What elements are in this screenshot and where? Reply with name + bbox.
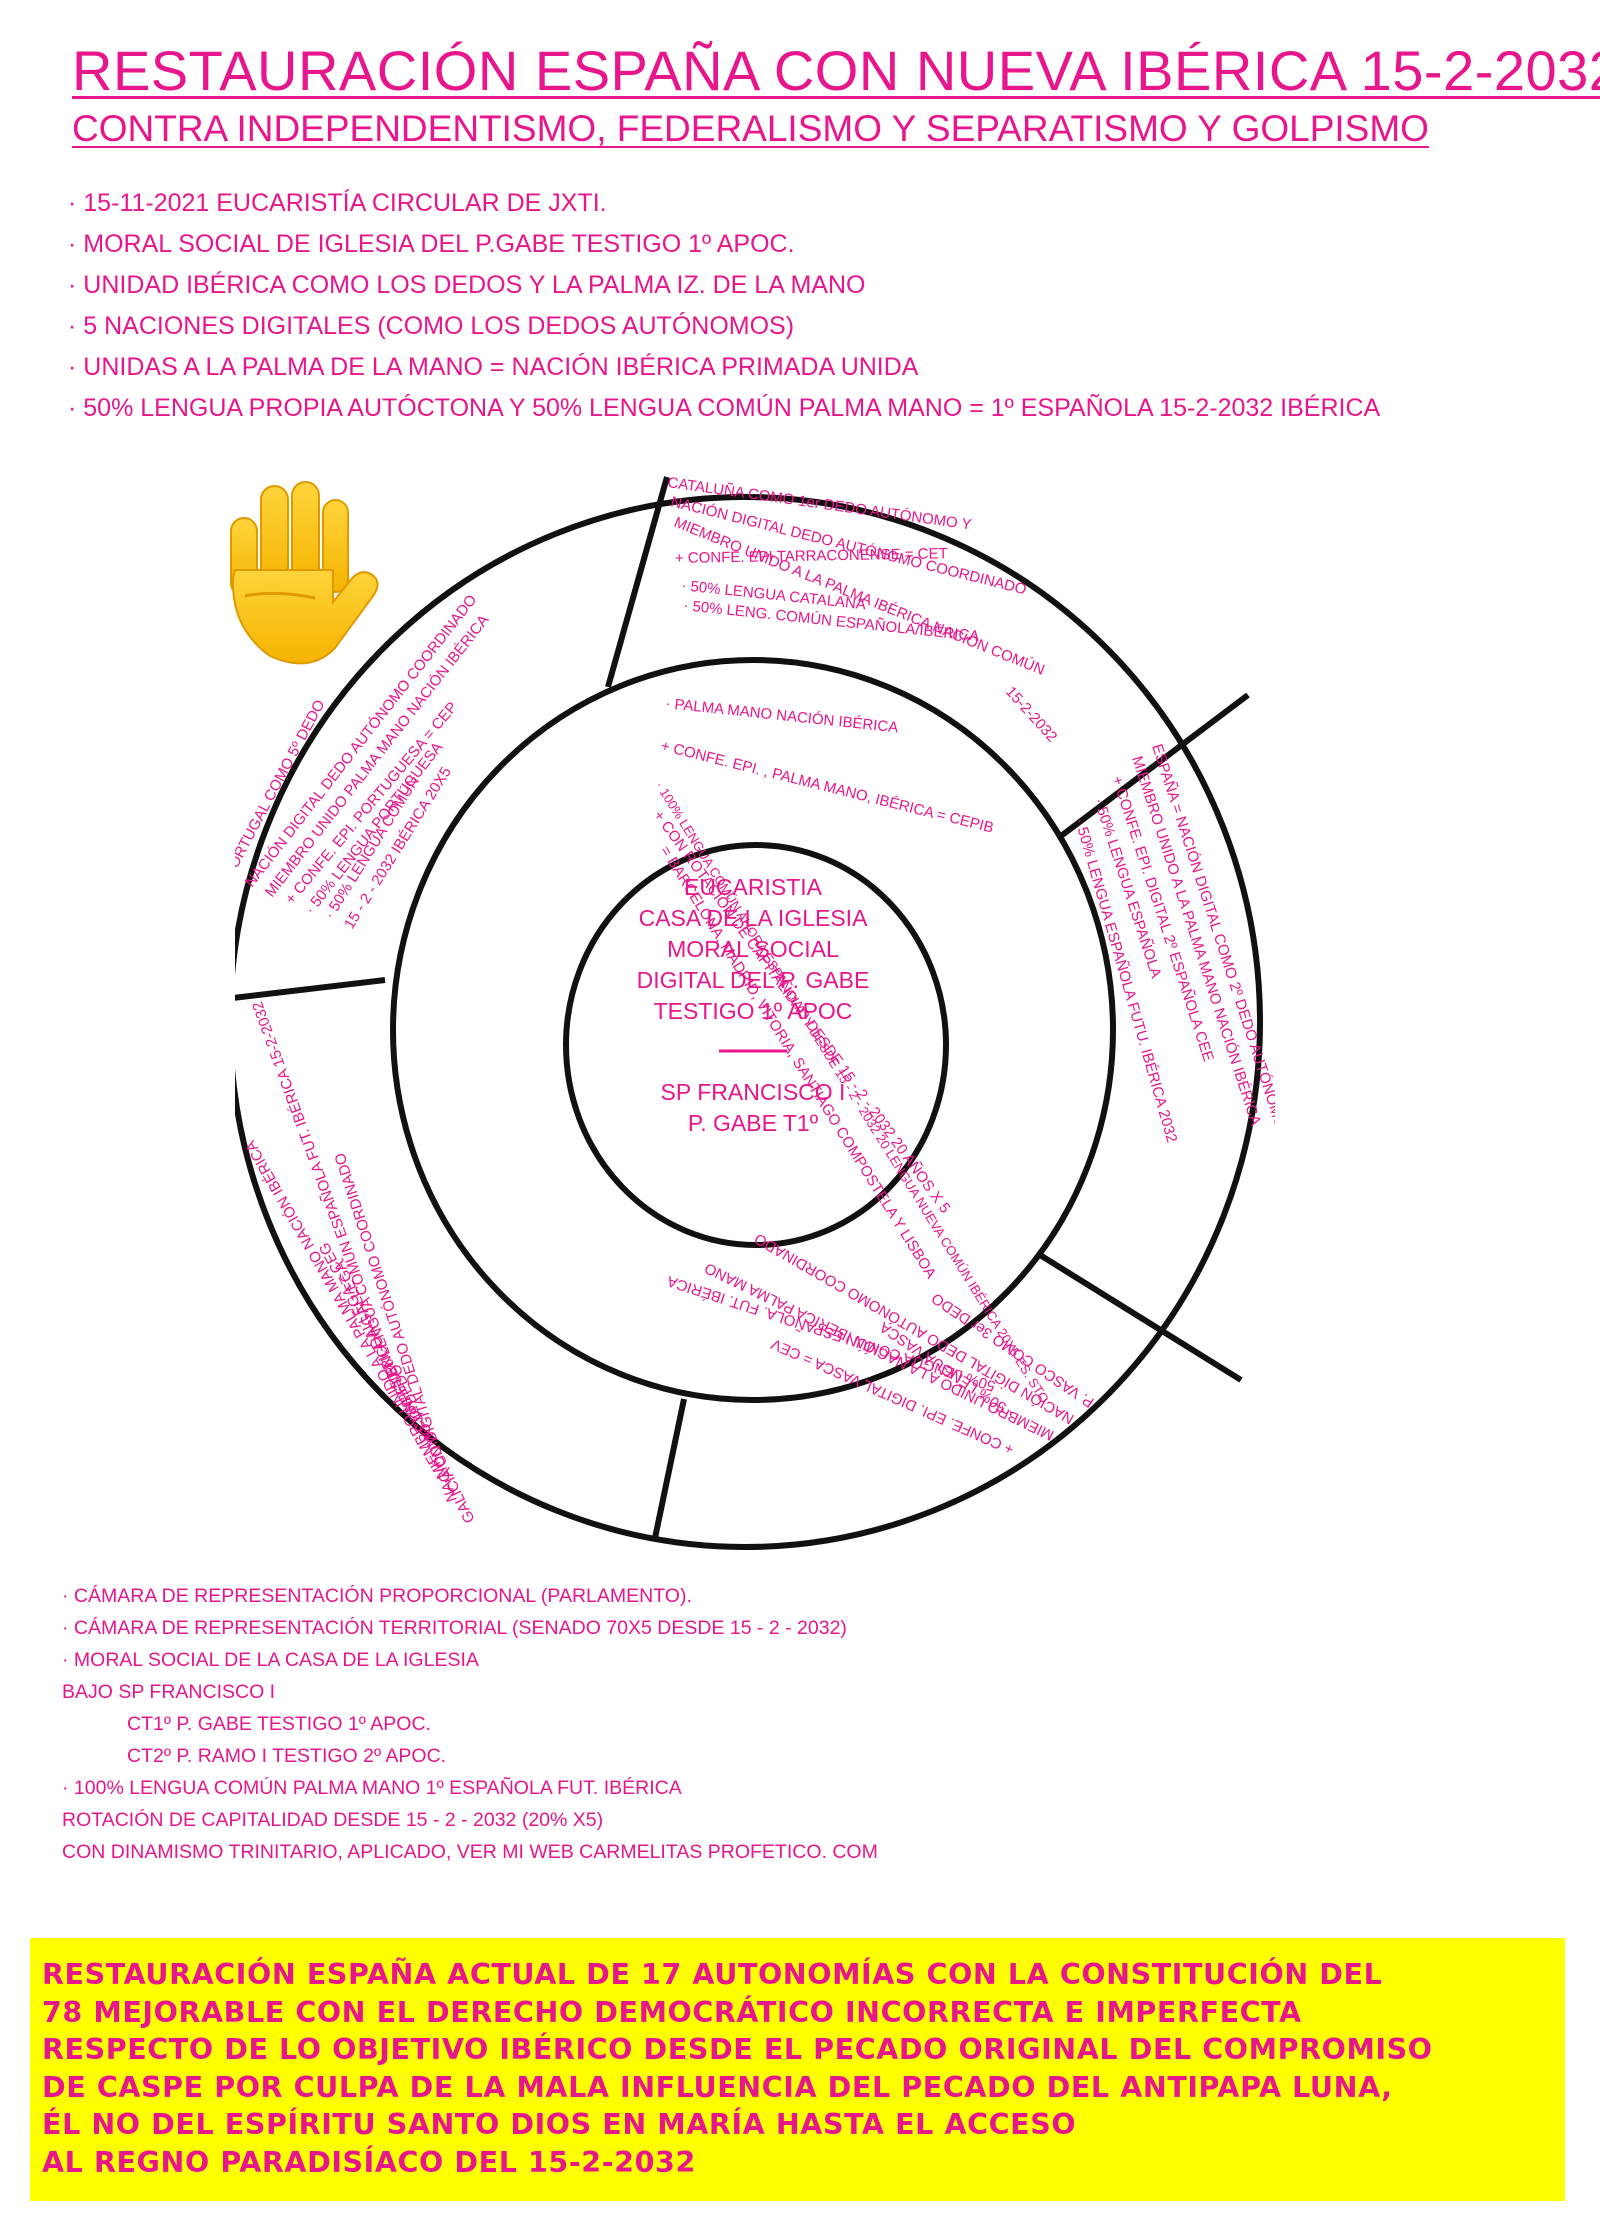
center-line: SP FRANCISCO I [661, 1079, 846, 1105]
divider-galicia-portugal [235, 977, 386, 1001]
callout-line: RESTAURACIÓN ESPAÑA ACTUAL DE 17 AUTONOM… [42, 1958, 1383, 1991]
callout-line: AL REGNO PARADISÍACO DEL 15-2-2032 [42, 2145, 696, 2179]
intro-bullet: MORAL SOCIAL DE IGLESIA DEL P.GABE TESTI… [68, 224, 1380, 265]
divider-cataluna-espana [1059, 692, 1250, 839]
note-line: · CÁMARA DE REPRESENTACIÓN PROPORCIONAL … [62, 1585, 692, 1607]
intro-bullet: 15-11-2021 EUCARISTÍA CIRCULAR DE JXTI. [68, 183, 1380, 224]
callout-line: 78 MEJORABLE CON EL DERECHO DEMOCRÁTICO … [42, 1995, 1302, 2029]
middle-ring [390, 657, 1116, 1403]
sector-dividers [235, 476, 1250, 1539]
center-circle [563, 842, 949, 1248]
center-line: DIGITAL DEL P. GABE [637, 967, 870, 993]
cataluna-line: + CONFE. EPI TARRACONENSE = CET [675, 545, 948, 567]
callout-line: RESPECTO DE LO OBJETIVO IBÉRICO DESDE EL… [42, 2033, 1433, 2066]
yellow-callout-box: RESTAURACIÓN ESPAÑA ACTUAL DE 17 AUTONOM… [30, 1938, 1565, 2201]
middle-ring-line: + CONFE. EPI. , PALMA MANO, IBÉRICA = CE… [659, 737, 995, 836]
intro-bullet: UNIDAD IBÉRICA COMO LOS DEDOS Y LA PALMA… [68, 265, 1380, 306]
intro-bullet: UNIDAS A LA PALMA DE LA MANO = NACIÓN IB… [68, 347, 1380, 388]
center-line: P. GABE T1º [688, 1110, 819, 1136]
outer-ring [235, 494, 1263, 1550]
center-line: MORAL SOCIAL [667, 936, 839, 962]
note-line: ROTACIÓN DE CAPITALIDAD DESDE 15 - 2 - 2… [62, 1809, 604, 1831]
center-line: CASA DE LA IGLESIA [639, 905, 868, 931]
note-line: · 100% LENGUA COMÚN PALMA MANO 1º ESPAÑO… [62, 1777, 682, 1799]
note-line: CON DINAMISMO TRINITARIO, APLICADO, VER … [62, 1841, 878, 1863]
note-line: BAJO SP FRANCISCO I [62, 1681, 276, 1703]
divider-espana-vasco [1038, 1252, 1243, 1383]
bottom-notes: · CÁMARA DE REPRESENTACIÓN PROPORCIONAL … [62, 1580, 878, 1868]
intro-bullet: 50% LENGUA PROPIA AUTÓCTONA Y 50% LENGUA… [68, 388, 1380, 429]
note-line: CT1º P. GABE TESTIGO 1º APOC. [127, 1713, 431, 1735]
page-subtitle: CONTRA INDEPENDENTISMO, FEDERALISMO Y SE… [72, 108, 1429, 149]
callout-line: DE CASPE POR CULPA DE LA MALA INFLUENCIA… [42, 2070, 1393, 2104]
circular-diagram: EUCARISTIA CASA DE LA IGLESIA MORAL SOCI… [235, 474, 1275, 1550]
middle-ring-line: · PALMA MANO NACIÓN IBÉRICA [665, 695, 899, 736]
divider-vasco-galicia [652, 1398, 687, 1539]
note-line: CT2º P. RAMO I TESTIGO 2º APOC. [127, 1745, 447, 1767]
note-line: · CÁMARA DE REPRESENTACIÓN TERRITORIAL (… [62, 1617, 847, 1639]
raised-hand-icon [230, 481, 379, 665]
intro-bullet-list: 15-11-2021 EUCARISTÍA CIRCULAR DE JXTI. … [68, 183, 1380, 429]
intro-bullet: 5 NACIONES DIGITALES (COMO LOS DEDOS AUT… [68, 306, 1380, 347]
center-line: EUCARISTIA [684, 874, 823, 900]
page-title: RESTAURACIÓN ESPAÑA CON NUEVA IBÉRICA 15… [72, 39, 1600, 102]
center-line: TESTIGO 1º APOC [654, 998, 853, 1024]
note-line: · MORAL SOCIAL DE LA CASA DE LA IGLESIA [62, 1649, 479, 1671]
cataluna-line: 15-2-2032 [1002, 683, 1060, 745]
divider-portugal-cataluna [605, 476, 670, 688]
callout-line: ÉL NO DEL ESPÍRITU SANTO DIOS EN MARÍA H… [42, 2108, 1077, 2141]
